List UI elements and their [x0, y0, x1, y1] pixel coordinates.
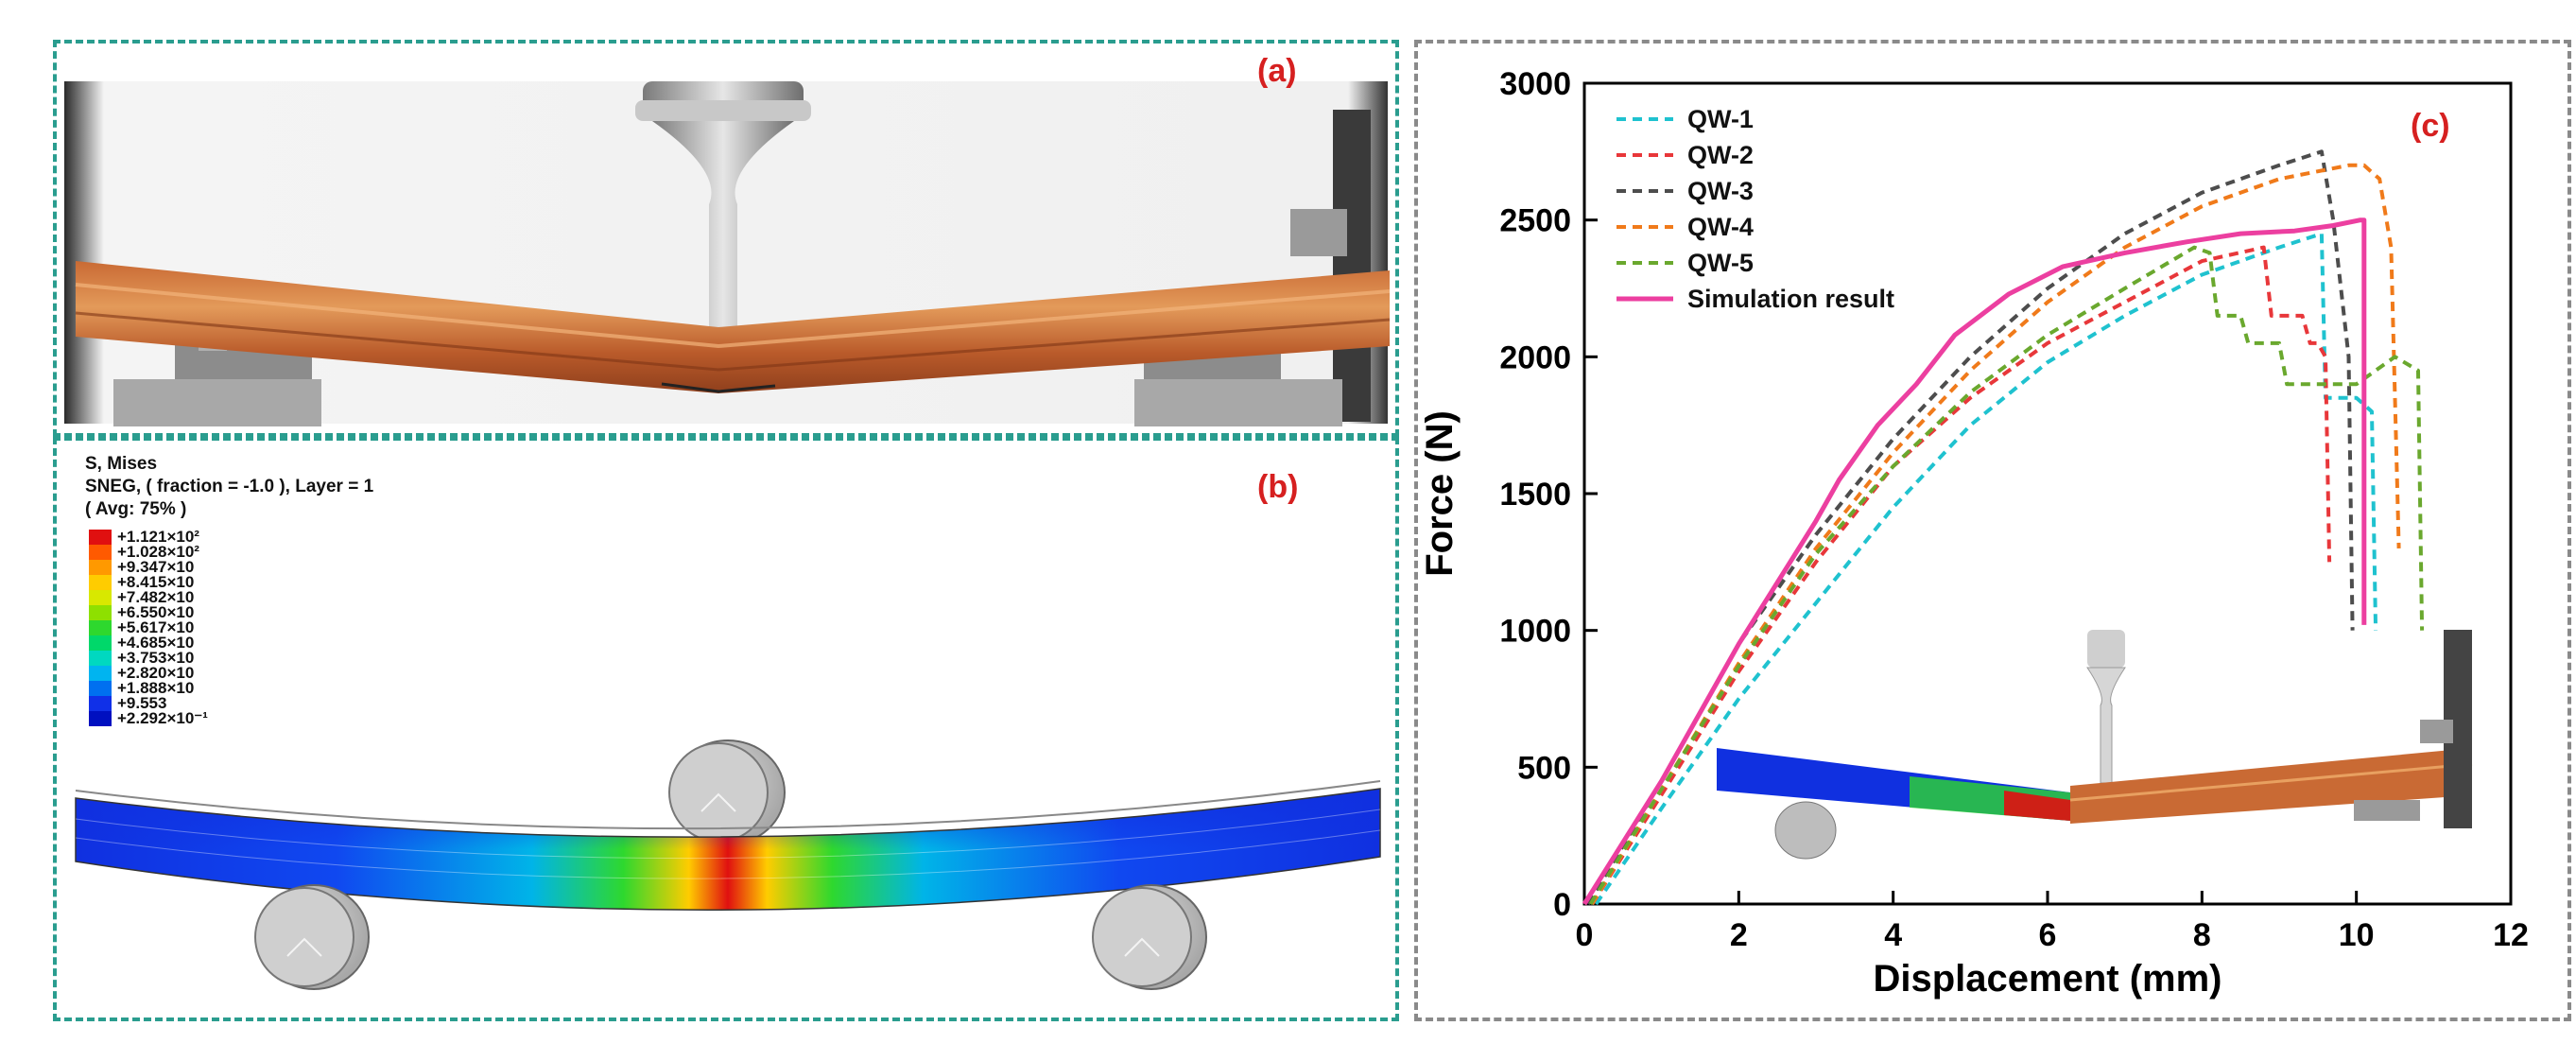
scale-entry: +7.482×10 — [89, 588, 278, 606]
scale-value: +2.820×10 — [117, 664, 195, 682]
x-axis-label: Displacement (mm) — [1874, 958, 2222, 1000]
scale-swatch — [89, 605, 112, 620]
scale-value: +1.888×10 — [117, 679, 195, 697]
scale-entry: +2.292×10⁻¹ — [89, 709, 278, 727]
scale-entry: +4.685×10 — [89, 634, 278, 652]
x-tick-label: 4 — [1884, 917, 1902, 953]
series-line-4 — [1590, 163, 2401, 906]
scale-value: +3.753×10 — [117, 649, 195, 667]
scale-swatch — [89, 681, 112, 696]
bending-test-photo — [64, 81, 1391, 426]
scale-swatch — [89, 545, 112, 560]
right-roller — [1092, 884, 1207, 990]
y-axis-label: Force (N) — [1419, 410, 1461, 577]
scale-value: +1.121×10² — [117, 528, 199, 546]
scale-swatch — [89, 560, 112, 575]
y-tick-label: 3000 — [1499, 66, 1571, 102]
scale-value: +5.617×10 — [117, 618, 195, 636]
scale-swatch — [89, 575, 112, 590]
panel-c-label: (c) — [2411, 108, 2450, 144]
loading-nose — [635, 81, 811, 336]
force-displacement-chart: 0 2 4 6 8 10 12 0 500 1000 1500 2000 2500 3000Displac… — [1419, 66, 2529, 1000]
legend-title-variable: S, Mises — [85, 454, 158, 474]
scale-swatch — [89, 651, 112, 666]
y-tick-label: 2500 — [1499, 203, 1571, 239]
left-roller — [254, 884, 370, 990]
x-tick-label: 6 — [2039, 917, 2057, 953]
scale-swatch — [89, 711, 112, 726]
wood-specimen — [76, 261, 1390, 393]
legend-entry: QW-4 — [1687, 213, 1754, 241]
y-tick-label: 2000 — [1499, 339, 1571, 375]
legend-entry: QW-2 — [1687, 141, 1754, 169]
fe-beam-model — [75, 739, 1381, 990]
scale-swatch — [89, 530, 112, 545]
scale-swatch — [89, 666, 112, 681]
series-line-5 — [1588, 245, 2425, 906]
scale-value: +2.292×10⁻¹ — [117, 709, 208, 727]
x-tick-label: 0 — [1576, 917, 1594, 953]
legend-title-section: SNEG, ( fraction = -1.0 ), Layer = 1 — [85, 477, 374, 496]
y-tick-label: 1000 — [1499, 614, 1571, 650]
legend-entry: Simulation result — [1687, 285, 1894, 313]
scale-swatch — [89, 620, 112, 635]
y-tick-label: 1500 — [1499, 477, 1571, 513]
legend-entry: QW-3 — [1687, 177, 1754, 205]
panel-a-label: (a) — [1257, 53, 1297, 89]
x-tick-label: 10 — [2339, 917, 2375, 953]
scale-entry: +2.820×10 — [89, 664, 278, 682]
scale-entry: +6.550×10 — [89, 603, 278, 621]
scale-entry: +5.617×10 — [89, 618, 278, 636]
scale-entry: +1.121×10² — [89, 528, 278, 546]
scale-value: +4.685×10 — [117, 634, 195, 652]
scale-swatch — [89, 590, 112, 605]
scale-entry: +9.553 — [89, 694, 278, 712]
scale-swatch — [89, 635, 112, 651]
legend-entry: QW-1 — [1687, 105, 1754, 133]
panel-b-fe-contour: S, Mises SNEG, ( fraction = -1.0 ), Laye… — [53, 437, 1399, 1021]
series-line-2 — [1590, 245, 2332, 906]
series-line-6 — [1582, 217, 2367, 906]
scale-value: +6.550×10 — [117, 603, 195, 621]
scale-value: +1.028×10² — [117, 543, 199, 561]
scale-value: +9.347×10 — [117, 558, 195, 576]
x-tick-label: 8 — [2193, 917, 2211, 953]
inset-image — [1717, 630, 2473, 860]
panel-a-test-photo: (a) — [53, 40, 1399, 437]
x-tick-label: 12 — [2493, 917, 2529, 953]
scale-entry: +8.415×10 — [89, 573, 278, 591]
panel-b-label: (b) — [1257, 469, 1299, 505]
y-tick-label: 500 — [1517, 750, 1571, 786]
y-tick-label: 0 — [1553, 887, 1571, 923]
scale-value: +8.415×10 — [117, 573, 195, 591]
series-line-1 — [1594, 232, 2378, 906]
x-tick-label: 2 — [1730, 917, 1748, 953]
scale-entry: +3.753×10 — [89, 649, 278, 667]
legend-entry: QW-5 — [1687, 249, 1754, 277]
scale-swatch — [89, 696, 112, 711]
right-support — [1134, 318, 1342, 426]
scale-entry: +1.028×10² — [89, 543, 278, 561]
scale-entry: +9.347×10 — [89, 558, 278, 576]
scale-entry: +1.888×10 — [89, 679, 278, 697]
scale-value: +7.482×10 — [117, 588, 195, 606]
scale-value: +9.553 — [117, 694, 167, 712]
legend-title-average: ( Avg: 75% ) — [85, 499, 187, 519]
